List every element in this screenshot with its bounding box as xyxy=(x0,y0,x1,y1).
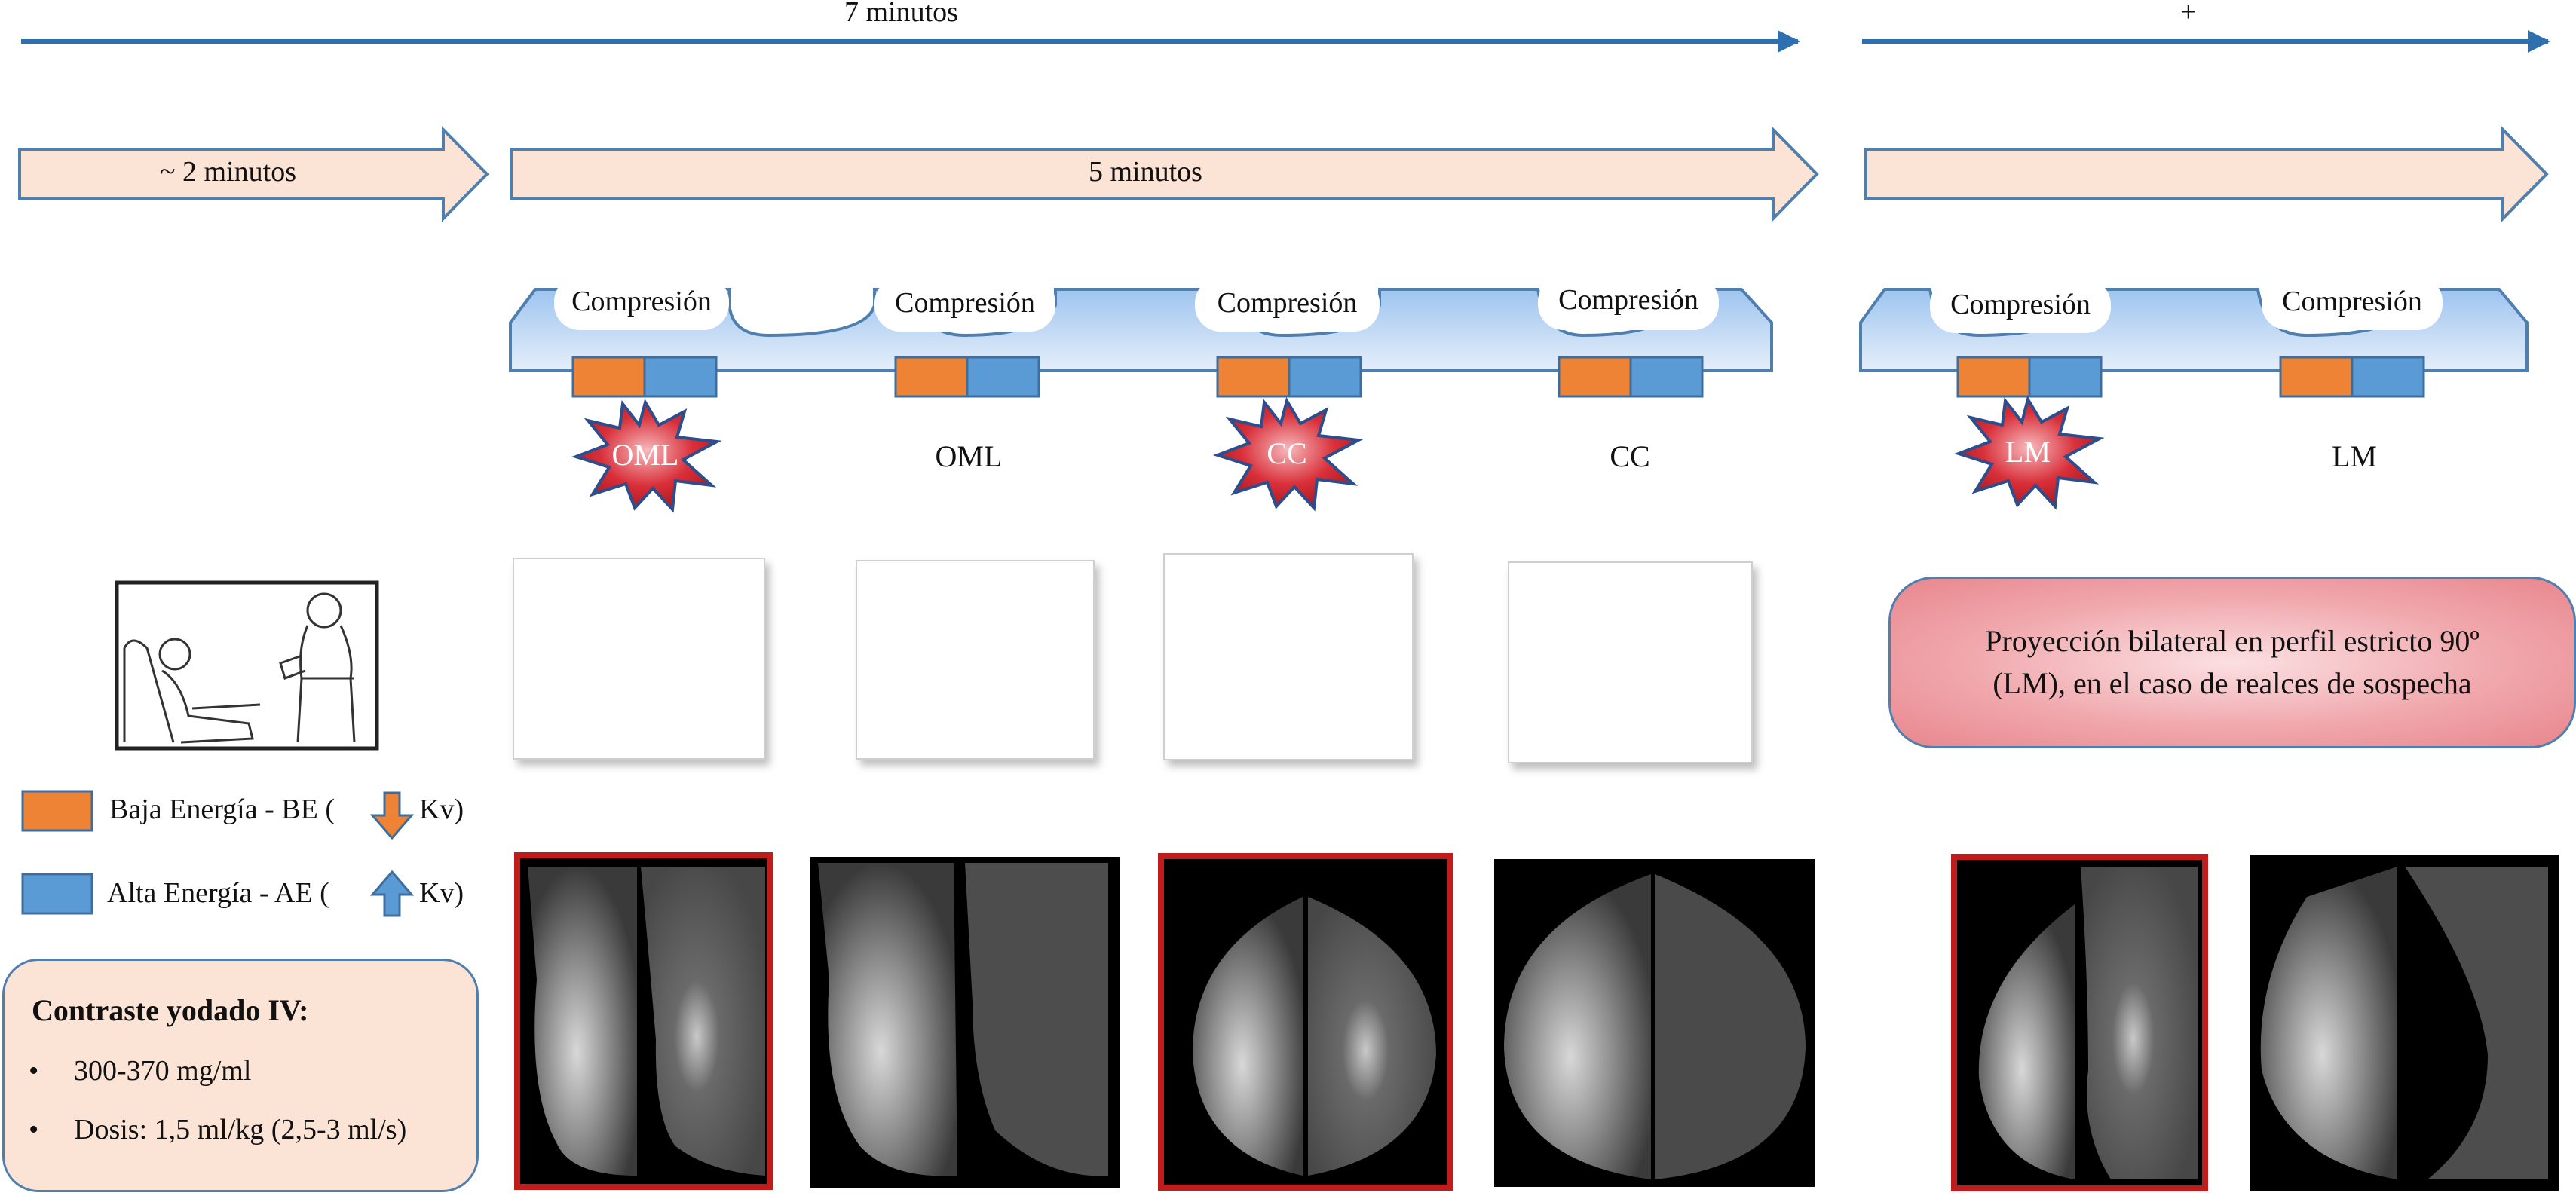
compression-label-3: Compresión xyxy=(1217,287,1358,319)
burst-oml xyxy=(571,398,722,513)
legend-low-energy: Baja Energía - BE ( xyxy=(109,794,335,825)
energy-pair-3 xyxy=(1216,356,1362,398)
contrast-title: Contraste yodado IV: xyxy=(32,993,309,1027)
legend-high-energy: Alta Energía - AE ( xyxy=(107,877,329,909)
projection-note-box: Proyección bilateral en perfil estricto … xyxy=(1888,577,2576,748)
legend-high-energy-unit: Kv) xyxy=(419,877,464,909)
mammogram-cc-highlighted xyxy=(1158,853,1453,1191)
contrast-info-box: Contraste yodado IV: • 300-370 mg/ml • D… xyxy=(2,959,479,1192)
arrow-down-icon xyxy=(369,791,415,840)
positioning-card-oml-left xyxy=(856,560,1095,760)
contrast-bullet-dot-1: • xyxy=(29,1055,39,1087)
mammogram-lm xyxy=(2250,855,2559,1191)
positioning-card-oml-right xyxy=(513,558,765,760)
energy-pair-6 xyxy=(2279,356,2425,398)
mammogram-oml xyxy=(810,857,1120,1188)
contrast-bullet-dot-2: • xyxy=(29,1114,39,1146)
compression-label-6: Compresión xyxy=(2282,286,2422,317)
view-label-lm: LM xyxy=(2332,439,2377,473)
phase1-arrow xyxy=(18,126,489,222)
view-label-oml: OML xyxy=(935,439,1003,473)
compression-label-5: Compresión xyxy=(1950,289,2091,320)
energy-pair-1 xyxy=(571,356,718,398)
phase1-label: ~ 2 minutos xyxy=(160,156,297,188)
timeline-extra-label: + xyxy=(2180,0,2197,28)
view-label-lm-highlighted: LM xyxy=(2005,435,2051,469)
comp-label-bg-6 xyxy=(2262,276,2443,330)
contrast-bullet-2: Dosis: 1,5 ml/kg (2,5-3 ml/s) xyxy=(74,1114,407,1146)
view-label-cc: CC xyxy=(1610,439,1650,473)
compression-label-2: Compresión xyxy=(895,287,1035,319)
compression-label-1: Compresión xyxy=(571,286,712,317)
comp-label-bg-5 xyxy=(1930,279,2111,333)
projection-note-text: Proyección bilateral en perfil estricto … xyxy=(1985,620,2480,705)
comp-label-bg-3 xyxy=(1195,277,1380,332)
mammogram-oml-highlighted xyxy=(514,852,773,1190)
timeline-main-label: 7 minutos xyxy=(844,0,958,28)
mammogram-cc xyxy=(1494,859,1815,1187)
legend-swatch-low xyxy=(21,790,93,832)
legend-low-energy-unit: Kv) xyxy=(419,794,464,825)
view-label-oml-highlighted: OML xyxy=(611,438,679,472)
energy-pair-2 xyxy=(894,356,1040,398)
phase2-arrow xyxy=(510,126,1819,222)
burst-cc xyxy=(1212,396,1364,512)
contrast-bullet-1: 300-370 mg/ml xyxy=(74,1055,252,1087)
burst-lm xyxy=(1953,395,2105,510)
energy-pair-4 xyxy=(1558,356,1704,398)
phase2-label: 5 minutos xyxy=(1089,156,1202,188)
compression-label-4: Compresión xyxy=(1558,284,1698,316)
legend-swatch-high xyxy=(21,873,93,915)
comp-label-bg-2 xyxy=(874,277,1055,332)
mammogram-lm-highlighted xyxy=(1951,854,2208,1191)
injection-scene-illustration xyxy=(115,580,379,751)
view-label-cc-highlighted: CC xyxy=(1267,436,1307,470)
comp-label-bg-4 xyxy=(1538,276,1719,330)
projection-note-line2: (LM), en el caso de realces de sospecha xyxy=(1992,666,2472,700)
positioning-card-cc-left xyxy=(1508,561,1753,763)
arrow-up-icon xyxy=(369,870,415,917)
comp-label-bg-1 xyxy=(554,276,729,330)
energy-pair-5 xyxy=(1956,356,2103,398)
positioning-card-cc-right xyxy=(1163,553,1414,760)
phase3-arrow xyxy=(1864,126,2549,222)
projection-note-line1: Proyección bilateral en perfil estricto … xyxy=(1985,624,2480,658)
